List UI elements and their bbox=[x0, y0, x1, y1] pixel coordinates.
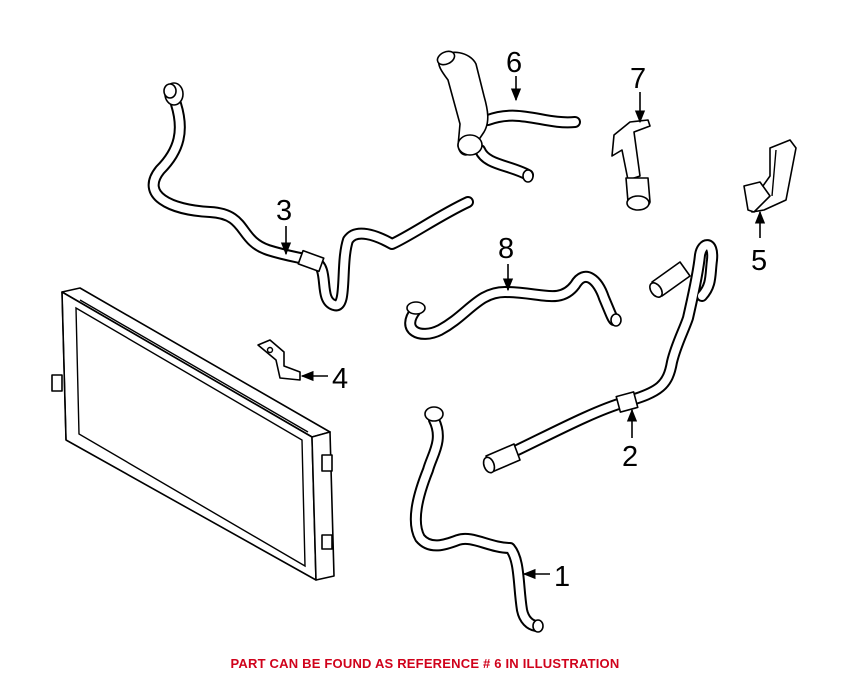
callout-8-label: 8 bbox=[498, 233, 514, 265]
callout-6-label: 6 bbox=[506, 47, 522, 79]
part-5-bracket bbox=[743, 139, 797, 213]
hose-1 bbox=[409, 406, 544, 633]
callout-3: 3 bbox=[276, 195, 292, 256]
callout-3-label: 3 bbox=[276, 195, 292, 227]
radiator bbox=[51, 287, 335, 581]
callout-6: 6 bbox=[506, 47, 522, 102]
part-4-bracket bbox=[257, 339, 301, 381]
callout-4: 4 bbox=[300, 363, 348, 395]
callout-5: 5 bbox=[751, 210, 767, 277]
callout-1-label: 1 bbox=[554, 561, 570, 593]
hose-2 bbox=[482, 239, 719, 474]
hose-3 bbox=[147, 82, 474, 312]
part-7-hose bbox=[611, 119, 651, 211]
callout-2-label: 2 bbox=[622, 441, 638, 473]
callout-7-label: 7 bbox=[630, 63, 646, 95]
reference-caption: PART CAN BE FOUND AS REFERENCE # 6 IN IL… bbox=[230, 656, 620, 671]
callout-1: 1 bbox=[522, 561, 570, 593]
callout-4-label: 4 bbox=[332, 363, 348, 395]
callout-2: 2 bbox=[622, 408, 638, 473]
part-6-filler-neck bbox=[436, 50, 581, 183]
callout-7: 7 bbox=[630, 63, 646, 124]
hose-8 bbox=[404, 270, 622, 340]
callout-8: 8 bbox=[498, 233, 514, 292]
callout-5-label: 5 bbox=[751, 245, 767, 277]
